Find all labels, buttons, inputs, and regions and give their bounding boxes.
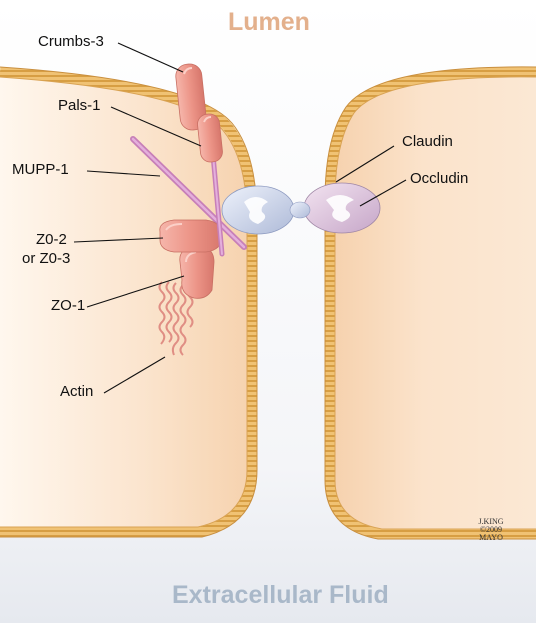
label-actin: Actin — [60, 383, 93, 401]
signature-line-3: MAYO — [468, 534, 514, 542]
artist-signature: J.KING ©2009 MAYO — [468, 518, 514, 542]
label-crumbs3: Crumbs-3 — [38, 33, 104, 51]
zo1-protein — [180, 246, 214, 298]
extracellular-fluid-label: Extracellular Fluid — [172, 581, 389, 610]
label-occludin: Occludin — [410, 170, 468, 188]
lumen-label: Lumen — [228, 8, 310, 37]
zo2-zo3-protein — [160, 220, 222, 252]
label-mupp1: MUPP-1 — [12, 161, 69, 179]
label-pals1: Pals-1 — [58, 97, 101, 115]
label-zo1: ZO-1 — [51, 297, 85, 315]
label-zo2-line2: or Z0-3 — [22, 250, 70, 268]
label-zo2-line1: Z0-2 — [36, 231, 67, 249]
label-claudin: Claudin — [402, 133, 453, 151]
